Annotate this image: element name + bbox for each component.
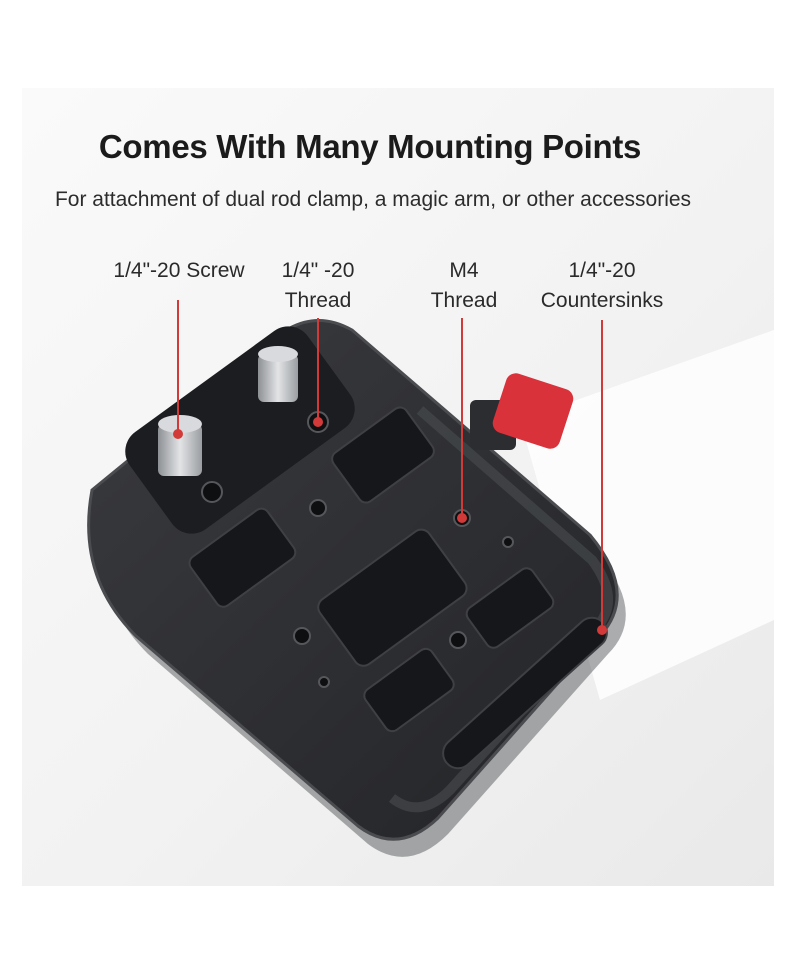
- callout-m4: M4 Thread: [414, 256, 514, 316]
- callout-screw: 1/4"-20 Screw: [100, 256, 258, 286]
- cutout-4: [465, 567, 555, 649]
- screw-left: [158, 415, 202, 476]
- cutout-2: [188, 507, 297, 608]
- screw-right: [258, 346, 298, 402]
- headline: Comes With Many Mounting Points: [98, 128, 642, 165]
- callout-countersinks-line-1: 1/4"-20: [568, 259, 636, 282]
- callout-thread: 1/4" -20 Thread: [262, 256, 374, 316]
- callout-countersinks-line-2: Countersinks: [540, 289, 664, 312]
- callout-m4-line-2: Thread: [430, 289, 498, 312]
- hole-3: [309, 499, 327, 517]
- callout-screw-line-1: 1/4"-20 Screw: [113, 259, 245, 282]
- callout-thread-line-1: 1/4" -20: [281, 259, 355, 282]
- leader-dot-m4: [457, 513, 467, 523]
- hole-1: [201, 481, 223, 503]
- hole-6: [449, 631, 467, 649]
- hole-5: [293, 627, 311, 645]
- red-knob: [492, 373, 574, 449]
- callout-thread-line-2: Thread: [284, 289, 352, 312]
- leader-dot-screw: [173, 429, 183, 439]
- leader-dot-countersinks: [597, 625, 607, 635]
- hole-8: [318, 676, 330, 688]
- cutout-slot-long: [442, 616, 608, 770]
- cutout-1: [331, 406, 435, 504]
- callout-m4-line-1: M4: [449, 259, 479, 282]
- leader-dot-thread: [313, 417, 323, 427]
- cutout-5: [363, 647, 455, 733]
- hole-7: [502, 536, 514, 548]
- callout-countersinks: 1/4"-20 Countersinks: [522, 256, 682, 316]
- cutout-3: [317, 528, 468, 667]
- subtitle: For attachment of dual rod clamp, a magi…: [54, 188, 692, 211]
